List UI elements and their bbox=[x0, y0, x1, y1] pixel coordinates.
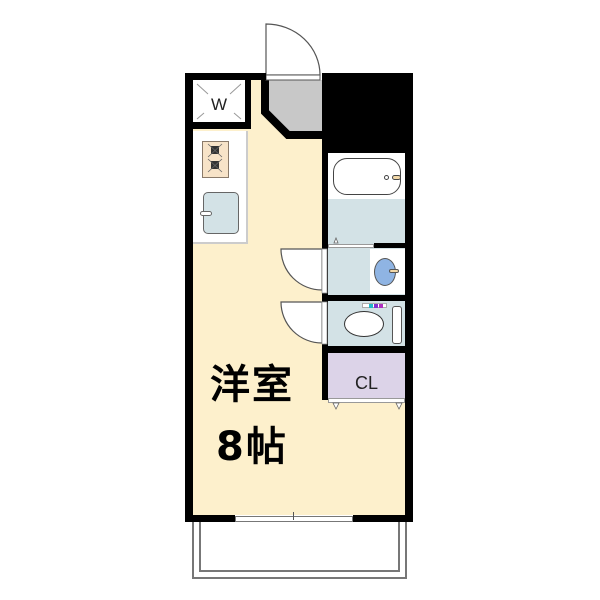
bottom-wall-left bbox=[185, 515, 235, 522]
balcony-inner-rail bbox=[199, 522, 400, 572]
closet-label: CL bbox=[354, 373, 378, 393]
left-outer-wall bbox=[185, 73, 193, 522]
basin-faucet-icon bbox=[389, 269, 399, 273]
structural-block bbox=[322, 73, 413, 153]
washer-space-label: W bbox=[210, 95, 228, 114]
washer-space-wall bbox=[185, 122, 245, 129]
toilet-tank-icon bbox=[392, 306, 402, 344]
closet bbox=[328, 353, 405, 398]
closet-door-strip bbox=[328, 398, 405, 403]
wash-toilet-wall bbox=[322, 295, 413, 301]
bath-door-strip bbox=[328, 244, 374, 248]
bath-drain-icon bbox=[384, 175, 389, 180]
washer-space bbox=[193, 80, 245, 123]
toilet-control-icon bbox=[362, 303, 387, 308]
window-center-mark bbox=[293, 512, 294, 520]
bottom-wall-right bbox=[353, 515, 413, 522]
bathtub-icon bbox=[333, 158, 401, 195]
sliding-window[interactable] bbox=[235, 516, 353, 522]
bath-faucet-icon bbox=[392, 175, 401, 180]
room-size-label: 8帖 bbox=[216, 424, 288, 470]
toilet-closet-wall bbox=[322, 346, 413, 353]
top-wall-left bbox=[185, 73, 266, 80]
sink-faucet-icon bbox=[200, 211, 212, 216]
balcony bbox=[192, 522, 407, 579]
bath-wash-wall bbox=[374, 243, 405, 248]
wsp-kitchen-divider bbox=[245, 73, 251, 129]
toilet-bowl-icon bbox=[344, 311, 384, 337]
room-name-label: 洋室 bbox=[210, 362, 294, 408]
